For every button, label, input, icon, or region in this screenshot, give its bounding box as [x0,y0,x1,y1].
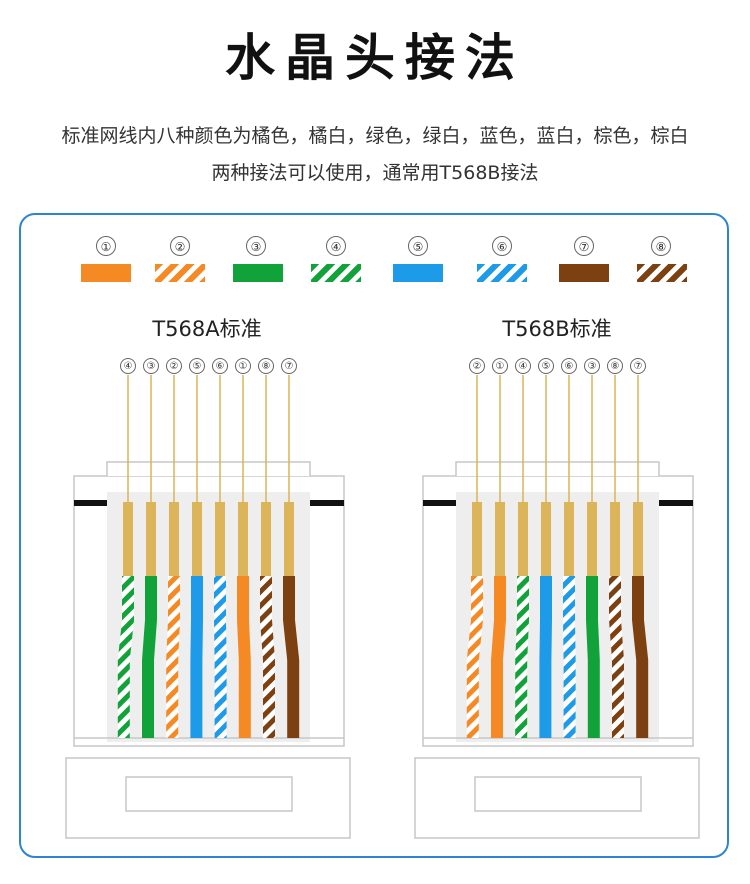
gold-contact [123,502,133,576]
legend-swatch-brown-white [637,264,687,282]
gold-contact [564,502,574,576]
wire-blue [539,576,552,738]
wire-green-white [117,576,134,738]
legend-swatch-green [233,264,283,282]
legend-swatch-green-white [311,264,361,282]
t568a-label: T568A标准 [152,317,262,341]
pin-number: ⑦ [630,358,646,374]
wire-brown [632,576,649,738]
legend-number: ① [96,236,116,256]
gold-contact [633,502,643,576]
gold-contact [261,502,271,576]
gold-contact [541,502,551,576]
pin-number: ① [492,358,508,374]
wire-green [142,576,157,738]
wire-brown [283,576,300,738]
page-title: 水晶头接法 [225,29,525,87]
pin-number: ⑦ [281,358,297,374]
pin-number: ⑥ [561,358,577,374]
legend-number: ⑦ [574,236,594,256]
legend-swatch-blue [393,264,443,282]
legend-number: ⑤ [408,236,428,256]
gold-contact [238,502,248,576]
wire-green-white [515,576,529,738]
pin-number: ④ [515,358,531,374]
gold-contact [192,502,202,576]
pin-number: ⑤ [538,358,554,374]
legend-number: ④ [326,236,346,256]
pin-number: ④ [120,358,136,374]
pin-number: ⑧ [607,358,623,374]
wire-blue-white [214,576,227,738]
gold-contact [587,502,597,576]
pin-number: ③ [143,358,159,374]
legend-number: ⑥ [492,236,512,256]
wire-orange [491,576,506,738]
gold-contact [146,502,156,576]
wire-blue [190,576,203,738]
pin-number: ⑧ [258,358,274,374]
pin-number: ① [235,358,251,374]
legend-swatch-brown [559,264,609,282]
wire-green [586,576,600,738]
legend-number: ⑧ [651,236,671,256]
wire-blue-white [563,576,576,738]
gold-contact [472,502,482,576]
pin-number: ③ [584,358,600,374]
gold-contact [495,502,505,576]
wire-brown-white [609,576,624,738]
wire-brown-white [260,576,275,738]
pin-number: ② [166,358,182,374]
gold-contact [215,502,225,576]
t568b-connector [414,375,700,839]
description-line-1: 标准网线内八种颜色为橘色，橘白，绿色，绿白，蓝色，蓝白，棕色，棕白 [61,125,689,147]
wire-orange [237,576,251,738]
legend-swatch-orange [81,264,131,282]
description-line-2: 两种接法可以使用，通常用T568B接法 [211,162,539,184]
legend-number: ② [170,236,190,256]
pin-number: ② [469,358,485,374]
gold-contact [169,502,179,576]
gold-contact [284,502,294,576]
t568a-connector [65,375,351,839]
legend-number: ③ [246,236,266,256]
pin-number: ⑥ [212,358,228,374]
gold-contact [610,502,620,576]
wire-orange-white [166,576,180,738]
legend-swatch-blue-white [477,264,527,282]
pin-number: ⑤ [189,358,205,374]
t568b-label: T568B标准 [502,317,612,341]
wire-orange-white [466,576,483,738]
legend-swatch-orange-white [155,264,205,282]
gold-contact [518,502,528,576]
